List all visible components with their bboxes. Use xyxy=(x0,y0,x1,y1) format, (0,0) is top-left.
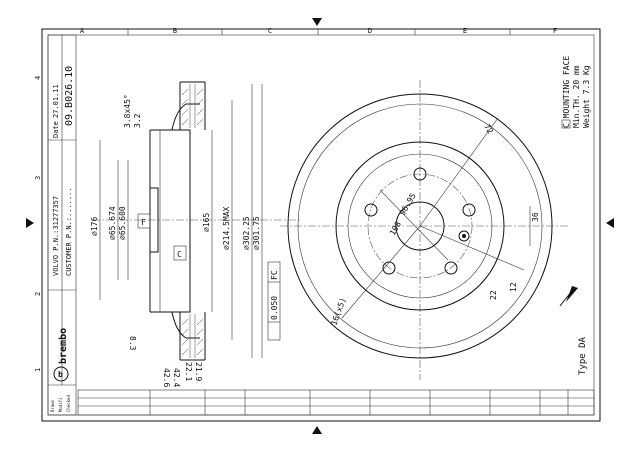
oem-part-number: VOLVO P.N.:31277357 xyxy=(52,196,60,276)
note-weight: Weight 7.3 Kg xyxy=(582,65,591,128)
revision-table xyxy=(77,389,595,416)
dim-d30225: ⌀302.25 xyxy=(242,216,251,250)
dim-d65600: ⌀65.600 xyxy=(118,206,127,240)
flatness-value: 0.050 xyxy=(270,296,279,320)
notes-block: C MOUNTING FACE Min.TH. 20 mm Weight 7.3… xyxy=(561,56,591,129)
bolt-hole xyxy=(413,167,427,181)
note-min-thickness: Min.TH. 20 mm xyxy=(572,65,581,128)
dim-d426: 42.6 xyxy=(162,368,171,387)
outer-disc-edge xyxy=(287,93,553,359)
zone-letter-a: A xyxy=(80,27,85,35)
dim-d424: 42.4 xyxy=(172,368,181,387)
brand-logo-b: b xyxy=(58,370,63,379)
dim-d30175: ⌀301.75 xyxy=(252,216,261,250)
center-bore xyxy=(395,201,445,251)
bolt-hole xyxy=(462,203,476,217)
bolt-hole xyxy=(382,261,396,275)
hat-inner xyxy=(347,153,493,299)
front-view xyxy=(280,80,578,380)
side-section-view xyxy=(92,81,300,361)
centering-marks xyxy=(26,18,614,434)
dim-d2145: ⌀214.5MAX xyxy=(222,206,231,250)
pcd-circle xyxy=(367,173,473,279)
zone-number-3: 3 xyxy=(34,176,42,180)
zone-ticks-top xyxy=(127,29,511,35)
drawing-number: 09.B026.10 xyxy=(64,66,75,126)
section-dimensions: ⌀176 ⌀65.674 ⌀65.600 ⌀165 ⌀214.5MAX ⌀302… xyxy=(90,94,261,387)
brand-logo-icon xyxy=(53,366,69,382)
friction-ring-inner xyxy=(297,103,543,349)
bolt-hole xyxy=(364,203,378,217)
date-label: Date xyxy=(52,121,60,138)
bolt-hole xyxy=(444,261,458,275)
date-value: 27.01.11 xyxy=(52,84,60,118)
zone-letters-top: A B C D E F xyxy=(80,27,557,35)
zone-letter-c: C xyxy=(268,27,272,35)
svg-text:Drawn: Drawn xyxy=(50,399,55,412)
zone-letter-d: D xyxy=(368,27,372,35)
zone-number-2: 2 xyxy=(34,292,42,296)
dim-d22: 22 xyxy=(489,290,498,300)
zone-letter-f: F xyxy=(553,27,557,35)
flatness-tolerance: 0.050 FC xyxy=(267,261,281,341)
customer-part-number: CUSTOMER P.N.:....... xyxy=(65,187,73,276)
dim-d219: 21.9 xyxy=(194,362,203,381)
locating-hole xyxy=(458,230,470,242)
dim-chamfer2: 3.2 xyxy=(133,113,142,128)
svg-text:Checked: Checked xyxy=(66,395,71,412)
dim-d83: 8.3 xyxy=(128,336,137,351)
title-block-meta: Drawn Modifi Checked xyxy=(50,395,71,412)
datum-labels: F C xyxy=(137,213,187,261)
zone-numbers-left: 1 2 3 4 xyxy=(34,76,42,372)
hat-outer xyxy=(335,141,505,311)
inner-frame xyxy=(47,34,595,416)
dim-d65674: ⌀65.674 xyxy=(108,206,117,240)
dim-d108: 108 xyxy=(388,220,403,237)
datum-c: C xyxy=(177,250,182,259)
zone-number-1: 1 xyxy=(34,368,42,372)
dim-d165: ⌀165 xyxy=(202,213,211,232)
svg-text:Modifi: Modifi xyxy=(58,397,63,412)
title-block: 09.B026.10 Date 27.01.11 VOLVO P.N.:3127… xyxy=(47,34,77,416)
datum-f: F xyxy=(141,218,146,227)
dim-d9695: 96.95 xyxy=(398,191,418,217)
zone-letter-b: B xyxy=(173,27,177,35)
zone-number-4: 4 xyxy=(34,76,42,80)
dim-d221: 22.1 xyxy=(184,362,193,381)
dim-d176: ⌀176 xyxy=(90,217,99,236)
brand-logo-text: brembo xyxy=(58,328,69,364)
note-mounting-face: C MOUNTING FACE xyxy=(562,56,571,128)
dim-d12: 12 xyxy=(509,282,518,292)
dim-d72: 72 xyxy=(482,123,495,136)
dim-d36: 36 xyxy=(531,212,540,222)
outer-frame xyxy=(41,28,601,422)
dim-chamfer1: 3.8x45° xyxy=(123,94,132,128)
front-view-dimensions: 72 36 22 12 108 96.95 16(x5) xyxy=(329,123,540,327)
datum-c-box xyxy=(561,119,571,129)
flatness-ref: FC xyxy=(270,270,279,280)
zone-letter-e: E xyxy=(463,27,467,35)
type-label: Type DA xyxy=(578,336,588,375)
